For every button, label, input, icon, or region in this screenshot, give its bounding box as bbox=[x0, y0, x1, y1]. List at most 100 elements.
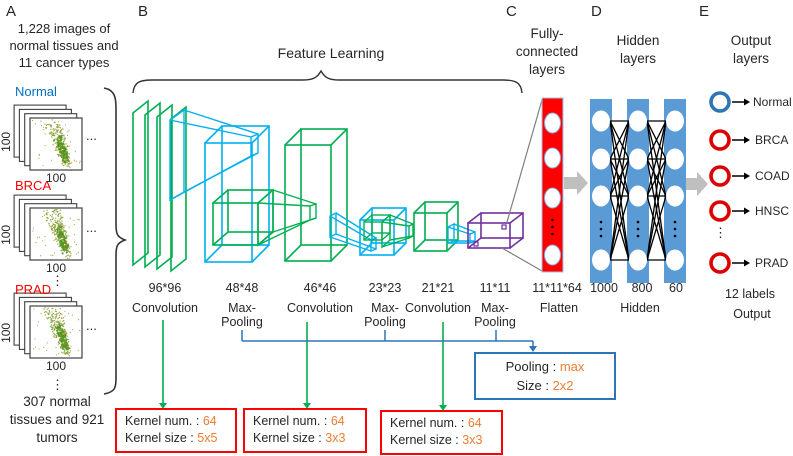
more-images-ellipsis: ... bbox=[86, 220, 97, 235]
class-label-brca: BRCA bbox=[15, 178, 52, 193]
pool3-pyramid bbox=[447, 222, 476, 245]
class-label-normal: Normal bbox=[15, 84, 57, 99]
pooling-label: Pooling : bbox=[505, 359, 557, 374]
conv1-kernel-pyramid bbox=[169, 108, 259, 202]
output-ring bbox=[709, 200, 750, 222]
tissue-image-stack bbox=[13, 194, 83, 261]
conv-kernel-arrow bbox=[439, 322, 447, 411]
stage-size: 21*21 bbox=[421, 281, 455, 295]
output-ring-normal bbox=[709, 91, 750, 113]
kernel-num-label: Kernel num. : bbox=[125, 414, 200, 428]
output-ring bbox=[709, 129, 750, 151]
stage-size: 23*23 bbox=[368, 281, 402, 295]
kernel-size-value: 3x3 bbox=[462, 433, 483, 447]
feature-learning-title: Feature Learning bbox=[277, 45, 385, 61]
output-label-coad: COAD bbox=[755, 169, 790, 183]
pool3-feature-box bbox=[467, 212, 524, 249]
stage-op: Convolution bbox=[286, 301, 353, 315]
flatten-connector-line bbox=[501, 247, 543, 272]
output-layers-title: Output layers bbox=[730, 33, 776, 66]
x-axis-label: 100 bbox=[45, 171, 67, 185]
flatten-op: Flatten bbox=[539, 301, 579, 315]
kernel-box-conv1: Kernel num. : 64 Kernel size : 5x5 bbox=[115, 408, 237, 453]
stage-op: Max-Pooling bbox=[364, 301, 406, 330]
panel-label-e: E bbox=[699, 3, 710, 20]
x-axis-label: 100 bbox=[45, 261, 67, 275]
panel-label-b: B bbox=[138, 3, 149, 20]
kernel-size-label: Kernel size : bbox=[390, 433, 459, 447]
more-images-ellipsis: ... bbox=[86, 128, 97, 143]
kernel-num-label: Kernel num. : bbox=[253, 414, 328, 428]
conv3-feature-box bbox=[413, 201, 459, 252]
more-classes-ellipsis: ⋮ bbox=[51, 273, 64, 288]
panel-label-d: D bbox=[591, 3, 602, 20]
pooling-box: Pooling : max Size : 2x2 bbox=[474, 352, 616, 400]
y-axis-label: 100 bbox=[0, 131, 14, 152]
output-label-brca: BRCA bbox=[755, 133, 789, 147]
stage-op: Max-Pooling bbox=[221, 301, 263, 330]
hidden-to-output-arrow bbox=[684, 172, 708, 196]
stage-op: Convolution bbox=[131, 301, 198, 315]
scatter-dots bbox=[32, 208, 80, 259]
conv1-planes bbox=[132, 99, 187, 273]
scatter-dots bbox=[31, 119, 81, 168]
flatten-to-hidden-arrow bbox=[564, 171, 588, 195]
output-op: Output bbox=[733, 307, 771, 321]
stage-size: 48*48 bbox=[225, 281, 259, 295]
flatten-layer bbox=[541, 97, 564, 273]
kernel-box-conv3: Kernel num. : 64 Kernel size : 3x3 bbox=[380, 410, 503, 455]
kernel-num-value: 64 bbox=[202, 414, 217, 428]
stage-op: Max-Pooling bbox=[474, 301, 516, 330]
more-images-ellipsis: ... bbox=[86, 318, 97, 333]
pool1-feature-box bbox=[204, 125, 270, 263]
conv-kernel-arrow bbox=[159, 320, 167, 409]
stage-op: Convolution bbox=[404, 301, 471, 315]
hidden-mesh-lines bbox=[609, 120, 667, 261]
hidden-neurons bbox=[666, 110, 684, 271]
conv3-pyramid bbox=[381, 213, 414, 249]
pooling-annotation-lines bbox=[241, 330, 537, 352]
output-ring bbox=[709, 252, 750, 274]
tissue-image-stack bbox=[13, 104, 83, 171]
purple-corner-mark bbox=[473, 241, 479, 247]
stage-size: 96*96 bbox=[148, 281, 182, 295]
input-description: 1,228 images of normal tissues and 11 ca… bbox=[9, 21, 123, 71]
kernel-box-conv2: Kernel num. : 64 Kernel size : 3x3 bbox=[243, 408, 367, 453]
conv2-pyramid bbox=[257, 188, 317, 247]
kernel-num-value: 64 bbox=[330, 414, 345, 428]
conv2-feature-box bbox=[284, 128, 348, 262]
kernel-size-label: Kernel size : bbox=[125, 431, 194, 445]
fully-connected-title: Fully-connected layers bbox=[515, 26, 582, 77]
output-label-hnsc: HNSC bbox=[755, 204, 790, 218]
output-label-prad: PRAD bbox=[755, 256, 789, 270]
feature-learning-brace bbox=[132, 69, 523, 94]
panel-label-a: A bbox=[6, 3, 17, 20]
kernel-size-label: Kernel size : bbox=[253, 431, 322, 445]
x-axis-label: 100 bbox=[45, 359, 67, 373]
hidden-op: Hidden bbox=[620, 301, 660, 315]
pooling-value: max bbox=[559, 359, 585, 374]
scatter-dots bbox=[33, 306, 81, 357]
kernel-num-value: 64 bbox=[467, 416, 482, 430]
conv-kernel-arrow bbox=[303, 322, 311, 409]
pooling-size-label: Size : bbox=[516, 378, 549, 393]
hidden-neurons bbox=[629, 110, 647, 271]
hidden-size: 800 bbox=[631, 281, 653, 295]
kernel-size-value: 5x5 bbox=[197, 431, 218, 445]
y-axis-label: 100 bbox=[0, 322, 14, 343]
kernel-size-value: 3x3 bbox=[325, 431, 346, 445]
output-label-normal: Normal bbox=[753, 95, 792, 109]
panel-label-c: C bbox=[506, 3, 517, 20]
output-ring bbox=[709, 165, 750, 187]
class-label-prad: PRAD bbox=[15, 282, 52, 297]
hidden-layers-title: Hidden layers bbox=[616, 33, 664, 66]
purple-corner-mark bbox=[501, 224, 507, 230]
kernel-num-label: Kernel num. : bbox=[390, 416, 465, 430]
input-brace bbox=[103, 87, 128, 395]
flatten-size: 11*11*64 bbox=[532, 281, 582, 295]
output-count: 12 labels bbox=[724, 287, 776, 301]
hidden-size: 1000 bbox=[590, 281, 618, 295]
flatten-connector-line bbox=[506, 99, 543, 223]
